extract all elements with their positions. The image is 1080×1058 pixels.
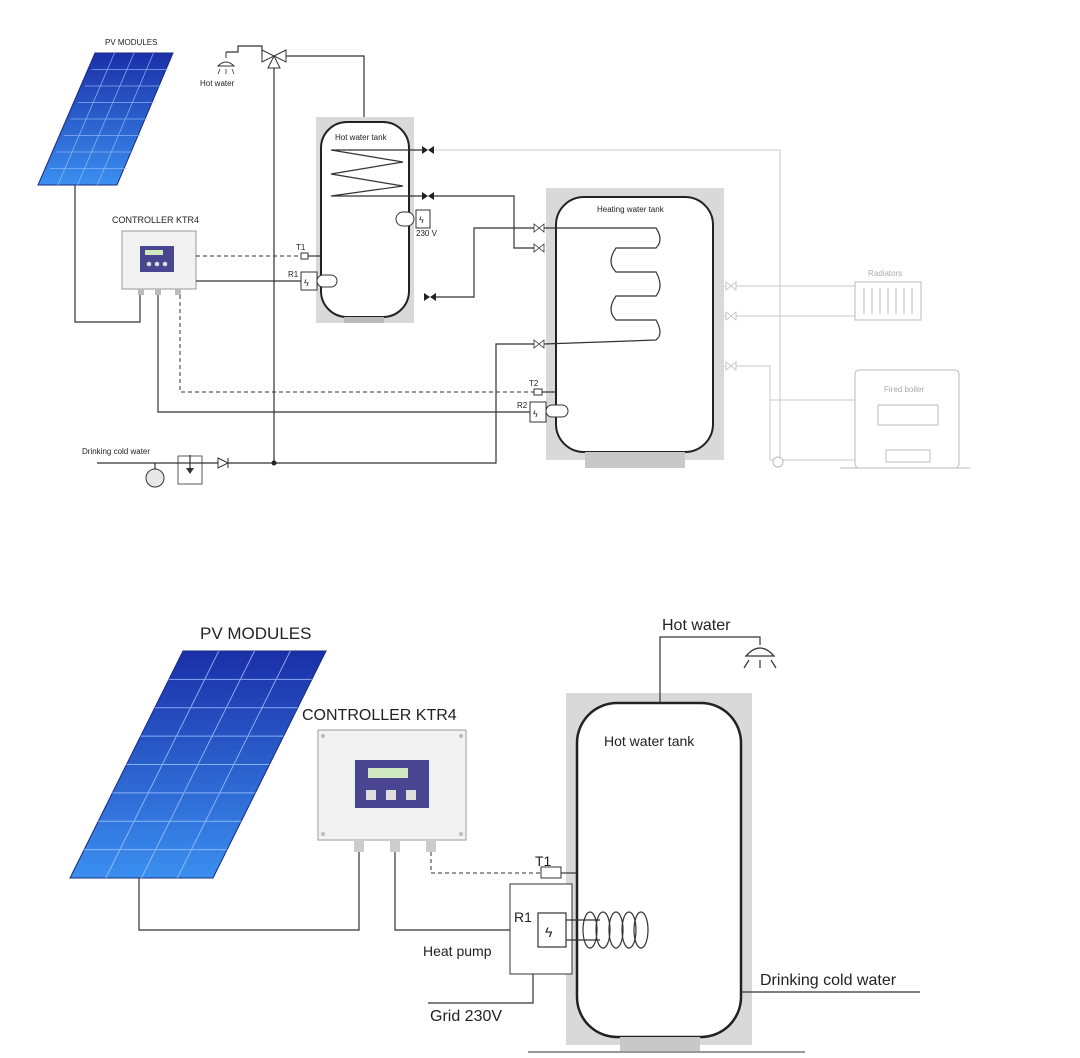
top-heating-tank-foot — [585, 452, 685, 468]
top-drinking-cold-water-label: Drinking cold water — [82, 447, 150, 456]
top-hot-water-pipe — [226, 45, 263, 56]
top-coil-return-pipe — [434, 195, 534, 249]
top-pv-wire — [74, 185, 141, 323]
top-230v-heater — [415, 209, 431, 229]
top-controller-box — [121, 230, 197, 295]
top-230v-label: 230 V — [416, 229, 438, 238]
bottom-drinking-cold-water-label: Drinking cold water — [760, 972, 897, 989]
top-fired-boiler-label: Fired boiler — [884, 385, 924, 394]
top-fired-boiler-icon — [840, 369, 970, 469]
bottom-t1-signal — [430, 852, 541, 874]
top-t2-label: T2 — [529, 379, 539, 388]
top-right-connections — [724, 281, 855, 468]
top-r2-bolt-icon: ϟ — [533, 409, 538, 419]
top-r2-wire — [157, 295, 530, 413]
top-pump-icon — [772, 456, 784, 468]
top-controller-label: CONTROLLER KTR4 — [112, 215, 199, 225]
top-r2-label: R2 — [517, 401, 528, 410]
top-radiators-label: Radiators — [868, 269, 902, 278]
bottom-t1-sensor — [540, 866, 562, 879]
top-tank-outlet-pipe — [286, 55, 365, 118]
bottom-t1-label: T1 — [535, 853, 552, 869]
bottom-heat-pump-label: Heat pump — [423, 943, 492, 959]
bottom-hot-water-label: Hot water — [662, 617, 731, 634]
top-t1-label: T1 — [296, 243, 306, 252]
bottom-pv-wire — [138, 852, 360, 931]
top-safety-valve-icon — [177, 455, 203, 485]
top-heating-tank-coil — [543, 227, 661, 345]
bottom-grid-wire — [428, 974, 534, 1004]
top-pv-label: PV MODULES — [105, 38, 157, 47]
bottom-pv-label: PV MODULES — [200, 624, 311, 643]
bottom-controller-label: CONTROLLER KTR4 — [302, 707, 457, 724]
top-return-line — [434, 149, 781, 460]
bottom-controller-box — [317, 729, 467, 852]
top-coil-feed-pipe — [436, 227, 534, 298]
top-hot-tank-foot — [344, 317, 384, 323]
top-hot-tank-coil — [330, 149, 422, 197]
top-heating-tank-label: Heating water tank — [597, 205, 665, 214]
bottom-shower-icon — [743, 647, 777, 669]
top-expansion-vessel-icon — [145, 463, 165, 488]
top-diagram: PV MODULES CONTROLLER KTR4 — [37, 38, 970, 488]
top-shower-icon — [216, 52, 236, 75]
top-r1-label: R1 — [288, 270, 299, 279]
top-pv-panel — [37, 52, 174, 186]
top-hot-water-label: Hot water — [200, 79, 235, 88]
bottom-grid-label: Grid 230V — [430, 1008, 502, 1025]
top-cold-water-pipe — [97, 343, 534, 464]
bottom-r1-wire — [394, 852, 538, 931]
top-valve-icons — [422, 146, 436, 301]
top-230v-bolt-icon: ϟ — [419, 215, 424, 225]
bottom-r1-label: R1 — [514, 909, 532, 925]
bottom-diagram: PV MODULES CONTROLLER KTR4 — [69, 617, 920, 1053]
bottom-r1-bolt-icon: ϟ — [545, 924, 553, 940]
top-radiator-icon — [854, 281, 922, 321]
top-heating-tank-valves — [533, 223, 545, 349]
bottom-hot-tank-label: Hot water tank — [604, 733, 695, 749]
top-heating-water-tank — [555, 196, 714, 453]
bottom-heating-coil-icon — [566, 911, 649, 949]
top-check-valve-icon — [217, 457, 230, 469]
bottom-r1-relay — [537, 912, 567, 948]
bottom-hot-water-pipe — [659, 636, 761, 703]
bottom-hot-water-tank — [575, 701, 743, 1039]
top-r1-bolt-icon: ϟ — [304, 278, 309, 288]
bottom-hot-tank-foot — [620, 1037, 700, 1051]
top-t2-sensor — [533, 388, 543, 396]
bottom-pv-panel — [69, 650, 327, 879]
top-hot-tank-label: Hot water tank — [335, 133, 388, 142]
top-t1-sensor — [300, 252, 309, 260]
top-mixing-valve-icon — [261, 49, 287, 69]
top-t2-signal — [179, 295, 534, 393]
